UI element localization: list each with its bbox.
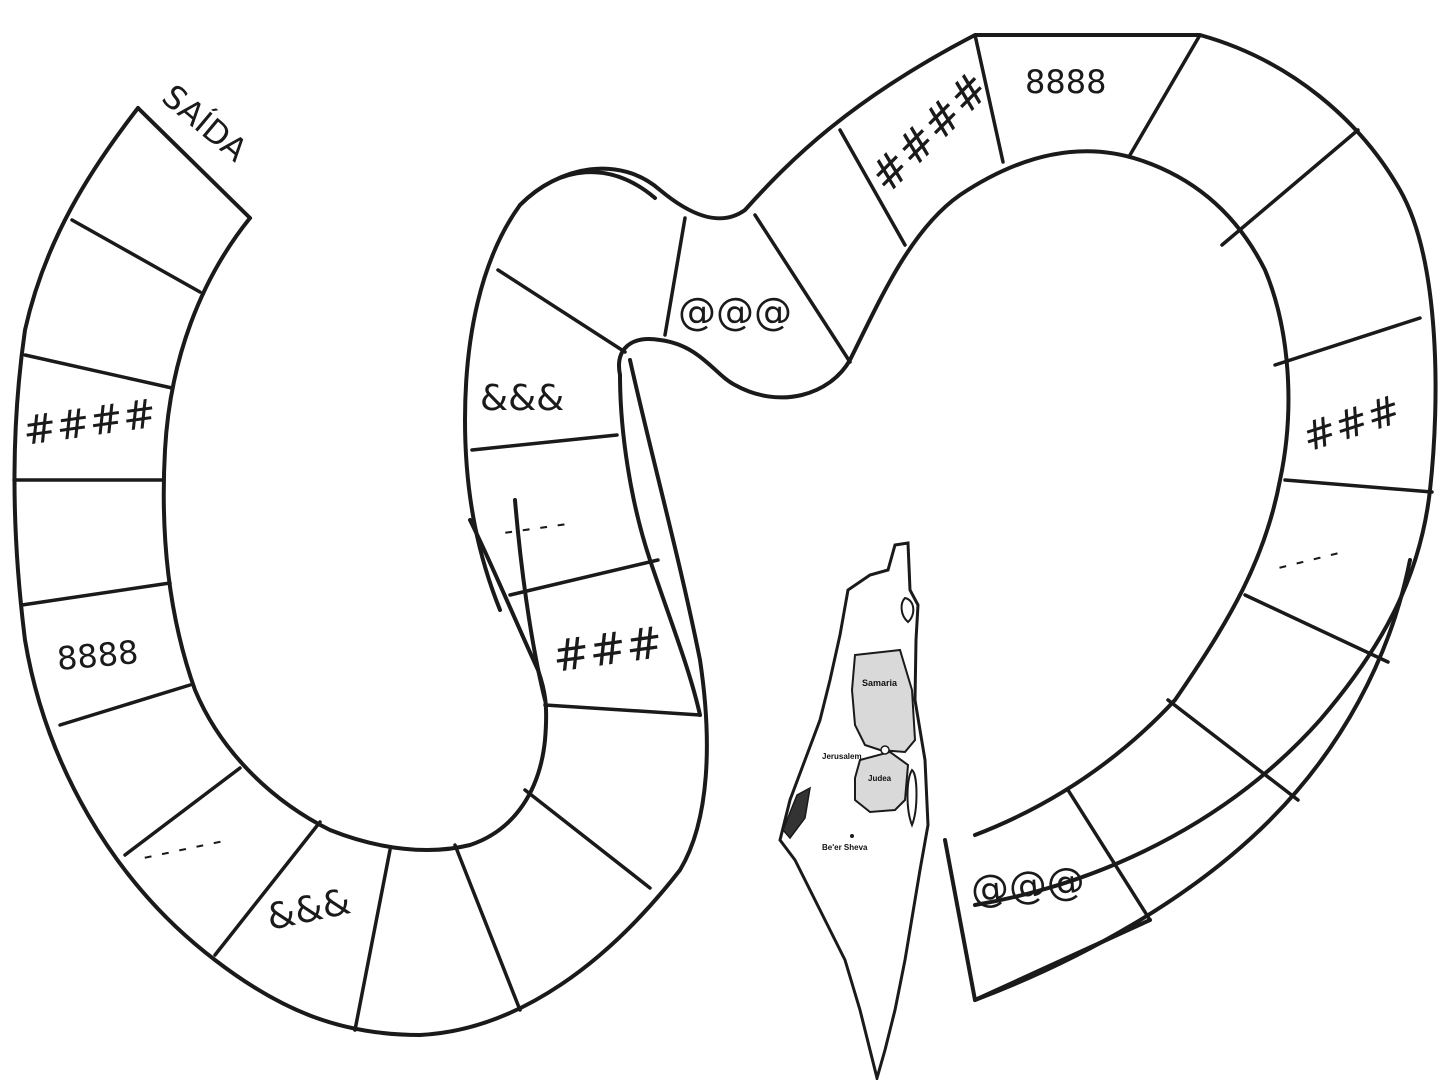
divider	[510, 560, 658, 595]
dash-symbol: - - - -	[1274, 538, 1342, 582]
hash-symbol: ####	[20, 391, 159, 455]
divider	[215, 822, 320, 955]
beer-sheva-label: Be'er Sheva	[822, 843, 868, 852]
hash-symbol: ###	[549, 617, 666, 683]
divider	[355, 850, 390, 1030]
eight-symbol: 8888	[1025, 63, 1106, 101]
samaria-label: Samaria	[862, 678, 898, 688]
divider	[545, 705, 700, 715]
beer-sheva-marker	[850, 834, 854, 838]
divider	[498, 270, 625, 352]
judea-label: Judea	[868, 774, 892, 783]
track-left-inner-edge	[164, 218, 546, 850]
divider	[1168, 700, 1298, 800]
divider	[1222, 130, 1358, 245]
jerusalem-marker	[881, 746, 889, 754]
divider	[455, 845, 520, 1010]
amp-symbol: &&&	[263, 881, 354, 939]
divider	[472, 435, 617, 450]
divider	[60, 685, 190, 725]
hash-symbol: ###	[1297, 387, 1407, 462]
divider	[1130, 35, 1200, 155]
divider	[1275, 318, 1420, 365]
eight-symbol: 8888	[55, 633, 139, 678]
jerusalem-label: Jerusalem	[822, 752, 862, 761]
start-label: SAÍDA	[155, 77, 255, 169]
divider	[755, 215, 850, 362]
at-symbol: @@@	[969, 858, 1086, 912]
dead-sea	[908, 770, 917, 825]
divider	[1245, 595, 1388, 662]
amp-symbol: &&&	[480, 378, 564, 419]
divider	[1285, 480, 1432, 492]
divider	[525, 790, 650, 888]
end-outer	[975, 560, 1410, 1000]
dash-symbol: - - - -	[502, 509, 568, 547]
israel-map: Samaria Jerusalem Judea Be'er Sheva	[780, 543, 928, 1078]
divider	[22, 583, 170, 605]
samaria-region	[852, 650, 915, 752]
divider	[72, 220, 200, 292]
at-symbol: @@@	[678, 290, 792, 334]
divider	[25, 355, 172, 388]
